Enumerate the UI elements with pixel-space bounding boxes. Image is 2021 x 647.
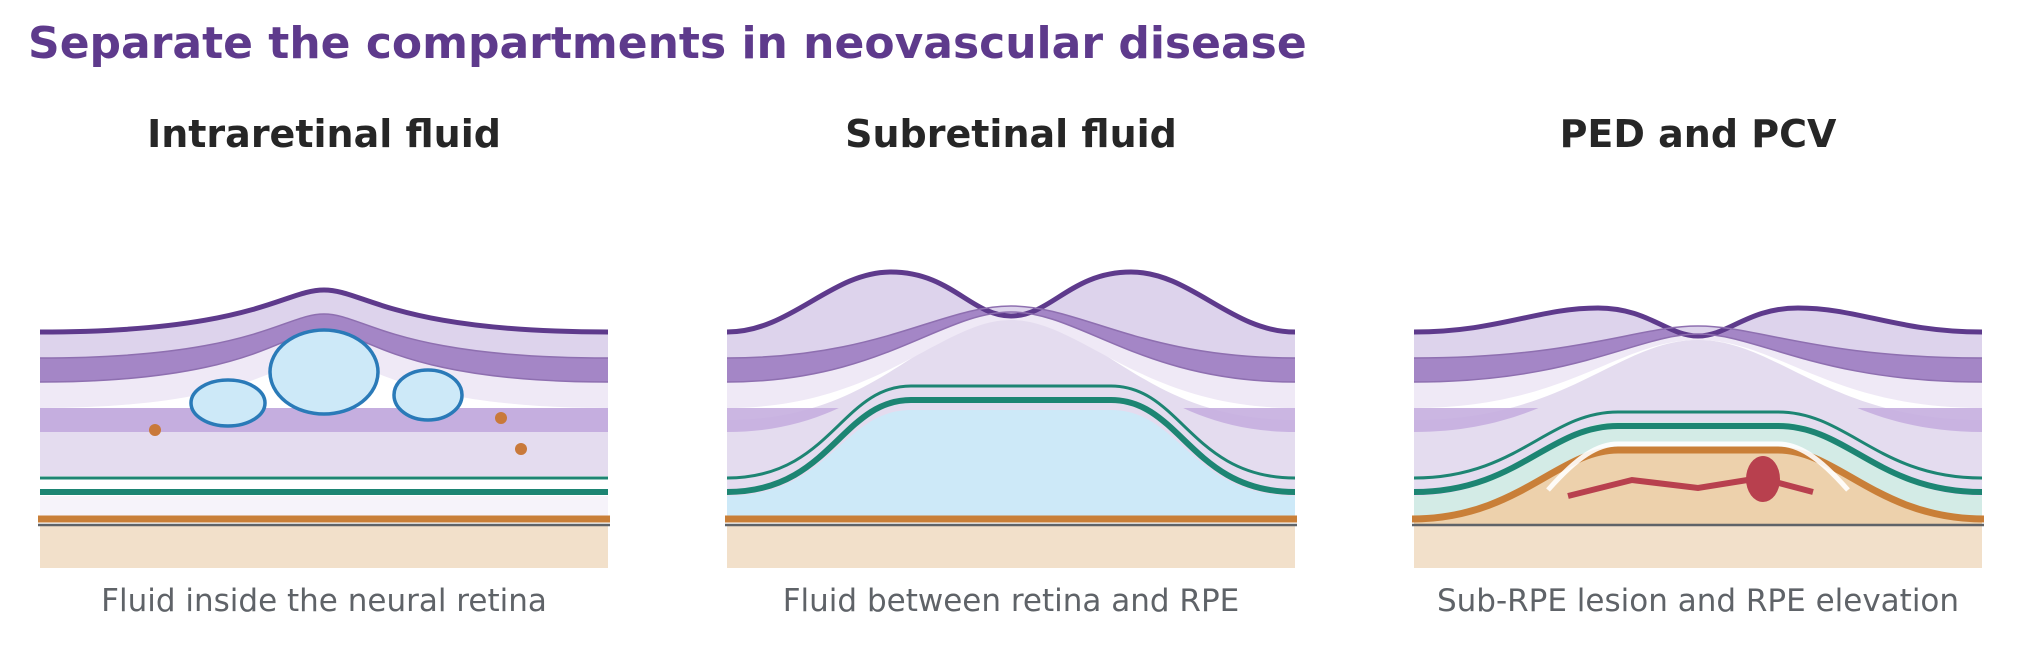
photoreceptor-line-thin xyxy=(726,384,1296,480)
white-gap xyxy=(1546,441,1850,492)
panel-title: Subretinal fluid xyxy=(845,112,1177,156)
ganglion-cell-layer xyxy=(40,314,608,382)
photoreceptor-line-thin xyxy=(1413,410,1983,480)
hard-exudate xyxy=(515,443,527,455)
panel-caption: Sub-RPE lesion and RPE elevation xyxy=(1436,583,1960,619)
panel-caption: Fluid inside the neural retina xyxy=(101,583,547,619)
panel-subretinal-fluid: Subretinal fluid Fluid between retina an… xyxy=(721,0,1301,647)
hard-exudate xyxy=(495,412,507,424)
intraretinal-fluid-diagram xyxy=(38,287,610,568)
ganglion-cell-layer xyxy=(727,306,1295,382)
layer-boundary xyxy=(1413,325,1983,359)
panel-caption: Fluid between retina and RPE xyxy=(782,583,1240,619)
inner-nuclear-layer xyxy=(40,408,608,432)
panel-intraretinal-fluid: Intraretinal fluid Fluid inside the neur… xyxy=(34,0,614,647)
rpe-elevation xyxy=(1411,446,1985,523)
panel-ped-pcv: PED and PCV Sub-RPE lesion and RPE eleva… xyxy=(1408,0,1988,647)
intraretinal-cyst xyxy=(189,378,267,428)
intraretinal-cyst xyxy=(268,328,380,416)
panel-title: Intraretinal fluid xyxy=(147,112,501,156)
ilm-boundary xyxy=(39,287,609,335)
photoreceptor-line-thick xyxy=(1413,423,1983,495)
inner-plexiform-layer xyxy=(40,330,608,408)
inner-plexiform-layer xyxy=(1414,334,1982,408)
inner-plexiform-layer xyxy=(727,312,1295,408)
hard-exudate xyxy=(149,424,161,436)
choroid-layer xyxy=(727,524,1295,568)
subretinal-gap xyxy=(40,496,608,518)
polypoidal-lesion xyxy=(1746,456,1780,502)
outer-retina-layer xyxy=(40,430,608,476)
main-title: Separate the compartments in neovascular… xyxy=(28,18,1307,69)
subretinal-fluid xyxy=(727,410,1295,518)
choroid-layer xyxy=(1414,524,1982,568)
choroid-layer xyxy=(40,524,608,568)
layer-boundary xyxy=(726,305,1296,359)
ped-pcv-diagram xyxy=(1411,305,1985,568)
panel-title: PED and PCV xyxy=(1559,112,1837,156)
ilm-boundary xyxy=(1413,305,1983,339)
ganglion-cell-layer xyxy=(1414,326,1982,382)
subretinal-fluid-diagram xyxy=(725,269,1297,568)
layer-boundary xyxy=(726,311,1296,383)
nerve-fiber-layer xyxy=(40,290,608,358)
nerve-fiber-layer xyxy=(1414,308,1982,358)
layer-boundary xyxy=(39,313,609,359)
intraretinal-cyst xyxy=(392,368,464,422)
layer-boundary xyxy=(1413,333,1983,383)
ilm-boundary xyxy=(726,269,1296,335)
photoreceptor-line-thick xyxy=(726,397,1296,495)
